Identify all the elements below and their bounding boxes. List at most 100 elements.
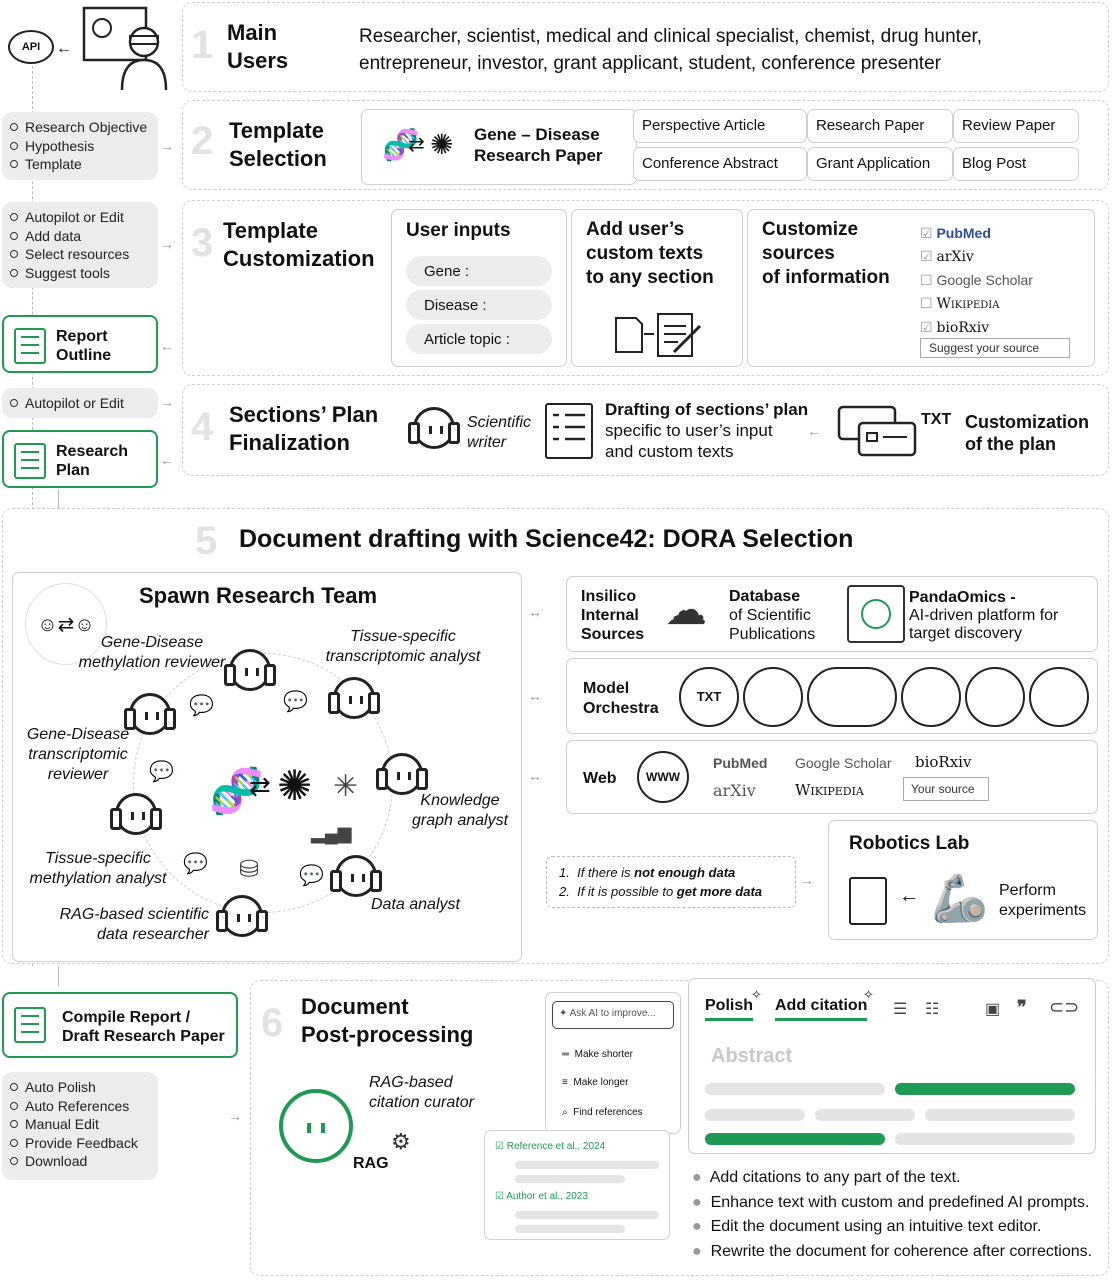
tab-add-citation[interactable]: Add citation xyxy=(775,997,868,1021)
checklist-icon xyxy=(545,403,593,459)
agent-icon xyxy=(224,649,276,691)
menu-make-longer[interactable]: ≡ Make longer xyxy=(562,1077,629,1088)
plan-options: Autopilot or Edit xyxy=(2,388,158,418)
template-blog[interactable]: Blog Post xyxy=(953,147,1079,181)
model-network-icon xyxy=(1029,667,1089,727)
scientific-writer-icon xyxy=(408,407,460,449)
step-number: 3 xyxy=(191,221,214,265)
reference-item[interactable]: ☑ Reference et al., 2024 xyxy=(495,1141,606,1152)
virus-icon: ✺ xyxy=(430,129,454,160)
step-number: 2 xyxy=(191,119,214,163)
numbered-list-icon[interactable]: ☷ xyxy=(925,1001,940,1018)
documents-icon xyxy=(14,1007,46,1043)
conditions-box: 1. If there is not enough data 2. If it … xyxy=(546,856,796,908)
ask-ai-input[interactable]: ✦ Ask AI to improve... xyxy=(552,1001,674,1029)
chat-icon: 💬 xyxy=(189,695,214,717)
link-icon[interactable]: ⊂⊃ xyxy=(1049,997,1080,1017)
arrow-left-icon: ← xyxy=(899,885,919,907)
chat-icon: 💬 xyxy=(283,691,308,713)
compile-report-box: Compile Report /Draft Research Paper xyxy=(2,992,238,1058)
model-network-icon: TXT xyxy=(679,667,739,727)
checkbox-checked-icon[interactable]: ☑ xyxy=(920,225,933,241)
checkbox-icon[interactable]: ☐ xyxy=(920,295,933,311)
model-network-icon xyxy=(965,667,1025,727)
arrow-left-icon: ← xyxy=(56,40,72,57)
dna-icon: 🧬 xyxy=(382,129,420,162)
editor-box: Polish ✧ Add citation ✧ ☰ ☷ ▣ ❞ ⊂⊃ Abstr… xyxy=(688,978,1096,1154)
model-network-icon xyxy=(743,667,803,727)
plan-icon xyxy=(14,443,46,479)
step-number: 1 xyxy=(191,23,214,67)
reference-item[interactable]: ☑ Author et al., 2023 xyxy=(495,1191,588,1202)
checkbox-checked-icon[interactable]: ☑ xyxy=(920,319,933,335)
dna-icon: 🧬 xyxy=(209,767,264,816)
citation-curator-icon xyxy=(279,1089,353,1163)
web-box: Web WWW PubMed Google Scholar bioRxiv ar… xyxy=(566,740,1098,814)
source-pubmed[interactable]: ☑ PubMed xyxy=(920,225,991,241)
longer-icon: ≡ xyxy=(562,1077,568,1088)
source-biorxiv[interactable]: ☑ bioRxiv xyxy=(920,319,990,336)
menu-make-shorter[interactable]: ═ Make shorter xyxy=(562,1049,634,1060)
bullet-list-icon[interactable]: ☰ xyxy=(893,1001,908,1018)
txt-label: TXT xyxy=(921,411,952,428)
ai-menu: ✦ Ask AI to improve... ═ Make shorter ≡ … xyxy=(545,992,681,1134)
robot-arm-icon: 🦾 xyxy=(931,872,989,924)
source-wikipedia[interactable]: ☐ Wikipedia xyxy=(920,295,1000,312)
gene-input[interactable]: Gene : xyxy=(406,256,552,286)
source-arxiv[interactable]: ☑ arXiv xyxy=(920,248,974,265)
template-research[interactable]: Research Paper xyxy=(807,109,953,143)
step-number: 6 xyxy=(261,1001,284,1045)
clipboard-icon xyxy=(849,877,887,925)
quote-icon[interactable]: ❞ xyxy=(1017,997,1027,1017)
image-icon[interactable]: ▣ xyxy=(985,1001,1001,1018)
cards-icon xyxy=(837,405,919,457)
source-google-scholar[interactable]: ☐ Google Scholar xyxy=(920,272,1033,288)
template-review[interactable]: Review Paper xyxy=(953,109,1079,143)
menu-find-references[interactable]: ⌕ Find references xyxy=(562,1107,643,1118)
agent-icon xyxy=(110,793,162,835)
template-grant[interactable]: Grant Application xyxy=(807,147,953,181)
document-edit-icon xyxy=(614,312,704,358)
agent-icon xyxy=(328,677,380,719)
outline-icon xyxy=(14,328,46,364)
user-icon xyxy=(82,6,178,92)
topic-input[interactable]: Article topic : xyxy=(406,324,552,354)
sparkle-icon: ✧ xyxy=(863,987,874,1002)
model-network-icon xyxy=(807,667,897,727)
your-source-input[interactable]: Your source xyxy=(903,777,989,801)
suggest-source-input[interactable]: Suggest your source xyxy=(920,338,1070,358)
sparkle-icon: ✧ xyxy=(751,987,762,1002)
cycle-icon: ⇄ xyxy=(408,134,425,156)
tab-polish[interactable]: Polish xyxy=(705,997,754,1021)
template-perspective[interactable]: Perspective Article xyxy=(633,109,807,143)
section-title: Document drafting with Science42: DORA S… xyxy=(239,525,854,553)
chart-icon: ▂▄▆ xyxy=(311,823,352,843)
step-number: 5 xyxy=(195,519,218,563)
chat-icon: 💬 xyxy=(183,853,208,875)
checkbox-icon[interactable]: ☐ xyxy=(920,272,933,288)
team-title: Spawn Research Team xyxy=(139,583,378,608)
references-list: ☑ Reference et al., 2024 ☑ Author et al.… xyxy=(484,1130,670,1240)
user-inputs-box: User inputs Gene : Disease : Article top… xyxy=(391,209,567,367)
search-icon: ⌕ xyxy=(562,1107,568,1118)
database-icon: ⛁ xyxy=(239,856,260,883)
network-icon: ✳ xyxy=(333,770,359,803)
disease-input[interactable]: Disease : xyxy=(406,290,552,320)
template-abstract[interactable]: Conference Abstract xyxy=(633,147,807,181)
source-list: ☑ PubMed ☑ arXiv ☐ Google Scholar ☐ Wiki… xyxy=(920,222,1033,340)
globe-icon: WWW xyxy=(637,751,689,803)
checkbox-checked-icon[interactable]: ☑ xyxy=(920,248,933,264)
chip-target-icon xyxy=(847,585,905,643)
model-network-icon xyxy=(901,667,961,727)
